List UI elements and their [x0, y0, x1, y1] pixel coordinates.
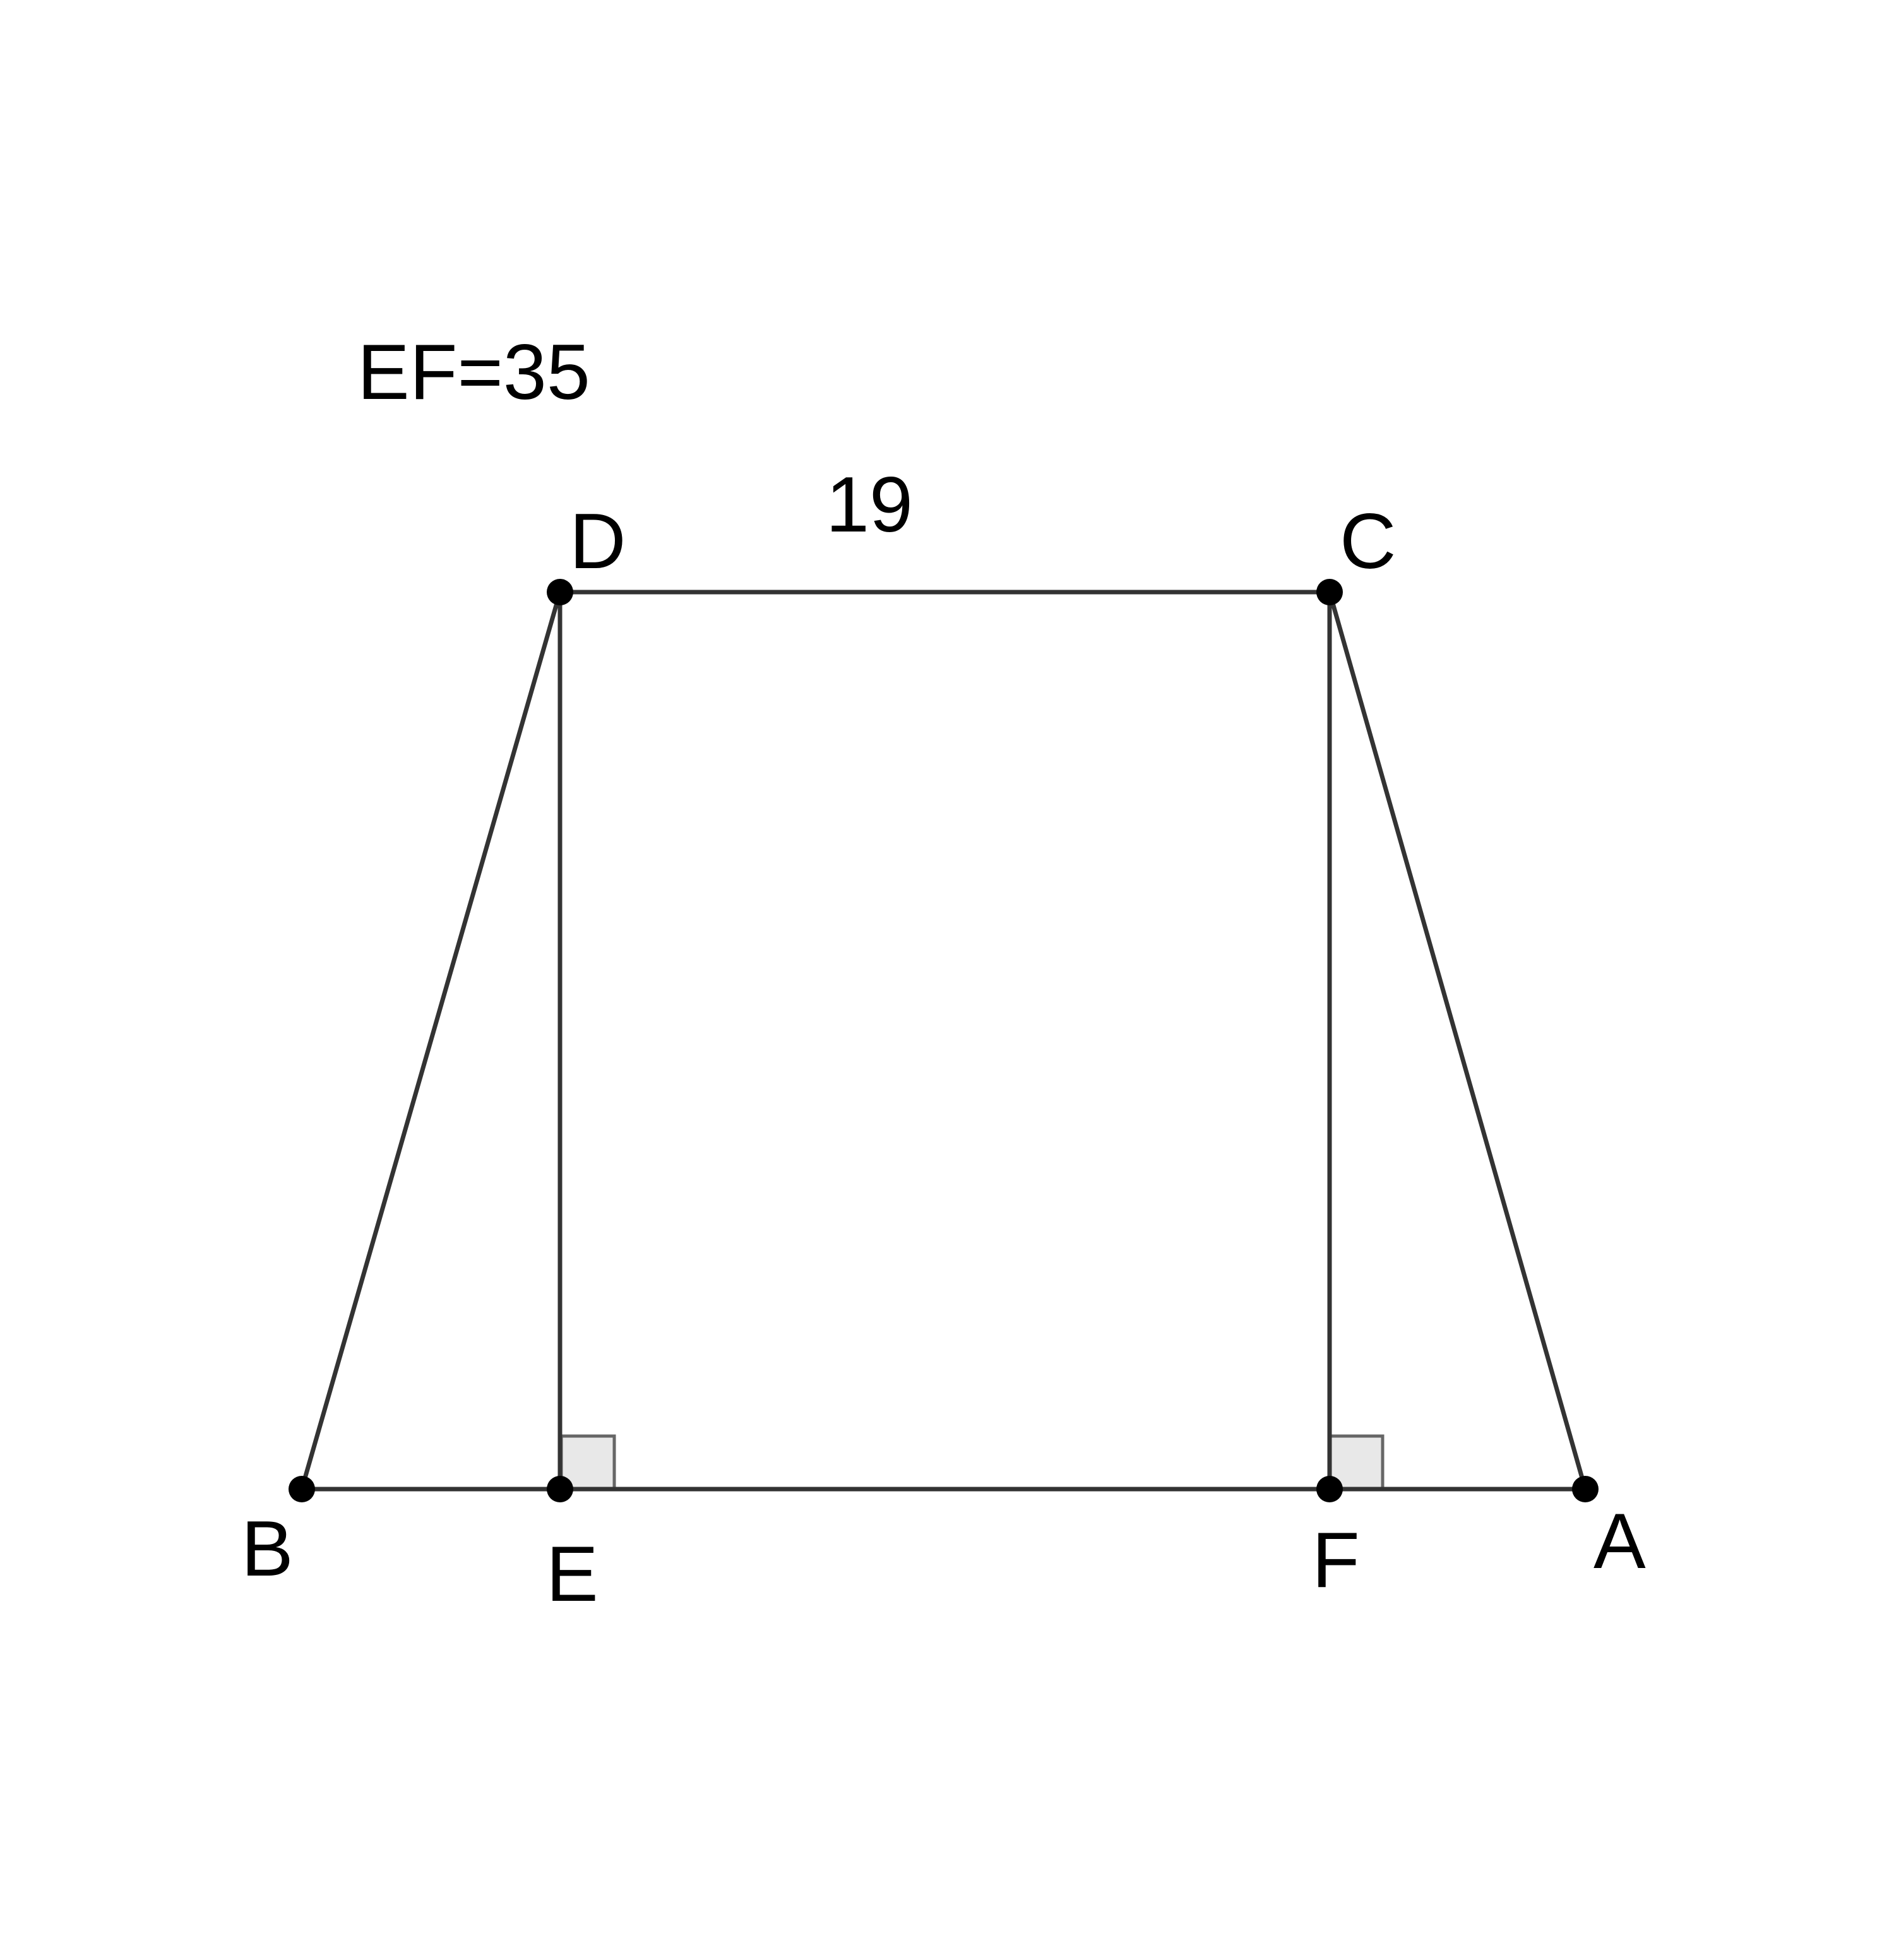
point-c	[1316, 579, 1343, 605]
point-d-label: D	[569, 498, 626, 585]
point-d	[547, 579, 573, 605]
segment-db	[299, 590, 563, 1492]
segment-ca	[1327, 590, 1588, 1492]
segment-dc-length-label: 19	[826, 461, 913, 549]
point-c-label: C	[1340, 498, 1397, 585]
point-b-label: B	[241, 1506, 294, 1593]
point-e	[547, 1476, 573, 1502]
point-f-label: F	[1312, 1517, 1360, 1604]
point-b	[289, 1476, 315, 1502]
given-label: EF=35	[357, 329, 590, 416]
point-f	[1316, 1476, 1343, 1502]
point-a	[1572, 1476, 1599, 1502]
point-e-label: E	[546, 1531, 599, 1618]
point-a-label: A	[1593, 1498, 1646, 1585]
